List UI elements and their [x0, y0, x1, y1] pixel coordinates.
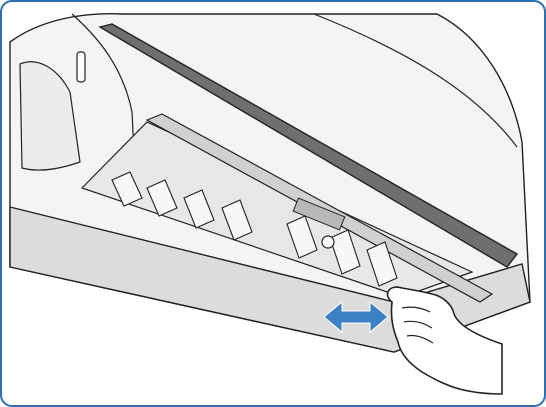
hand-finger-line-2 [403, 320, 433, 329]
louver-3 [183, 189, 215, 229]
hand-finger-line-1 [401, 306, 431, 313]
left-side-cover [19, 61, 81, 171]
side-latch [76, 51, 86, 83]
hand-icon [386, 286, 503, 395]
louver-1 [111, 171, 143, 207]
front-panel-bar [98, 23, 519, 268]
double-headed-arrow-icon [323, 300, 389, 334]
louver-5 [286, 215, 318, 259]
hand-finger-line-3 [406, 334, 434, 344]
louver-6 [329, 229, 361, 275]
top-housing-curve-2 [313, 13, 518, 148]
top-housing-curve [71, 13, 135, 153]
vertical-louvers [111, 171, 398, 287]
louver-4 [221, 199, 253, 241]
louver-2 [146, 179, 178, 217]
vane-knob [321, 235, 335, 249]
louver-7 [366, 241, 398, 287]
fin-grille [292, 197, 346, 231]
